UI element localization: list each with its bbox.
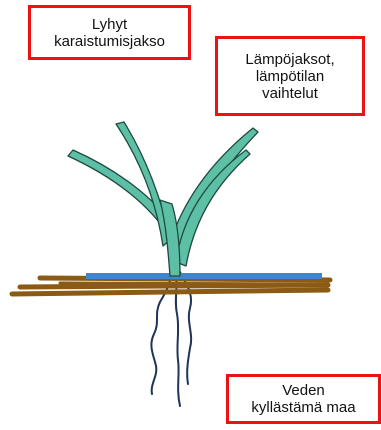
label-heat-periods-line-3: vaihtelut xyxy=(262,85,318,102)
label-heat-periods-line-1: Lämpöjaksot, xyxy=(245,51,334,68)
label-waterlogged-soil: Veden kyllästämä maa xyxy=(226,374,381,424)
label-heat-periods: Lämpöjaksot, lämpötilan vaihtelut xyxy=(215,36,365,116)
label-short-hardening-period: Lyhyt karaistumisjakso xyxy=(28,5,191,60)
label-waterlogged-line-2: kyllästämä maa xyxy=(251,399,355,416)
label-heat-periods-line-2: lämpötilan xyxy=(256,68,324,85)
root-right xyxy=(180,272,191,384)
label-short-hardening-line-1: Lyhyt xyxy=(92,16,127,33)
soil-layer xyxy=(12,278,330,294)
label-waterlogged-line-1: Veden xyxy=(282,382,325,399)
label-short-hardening-line-2: karaistumisjakso xyxy=(54,33,165,50)
leaves xyxy=(68,122,258,276)
